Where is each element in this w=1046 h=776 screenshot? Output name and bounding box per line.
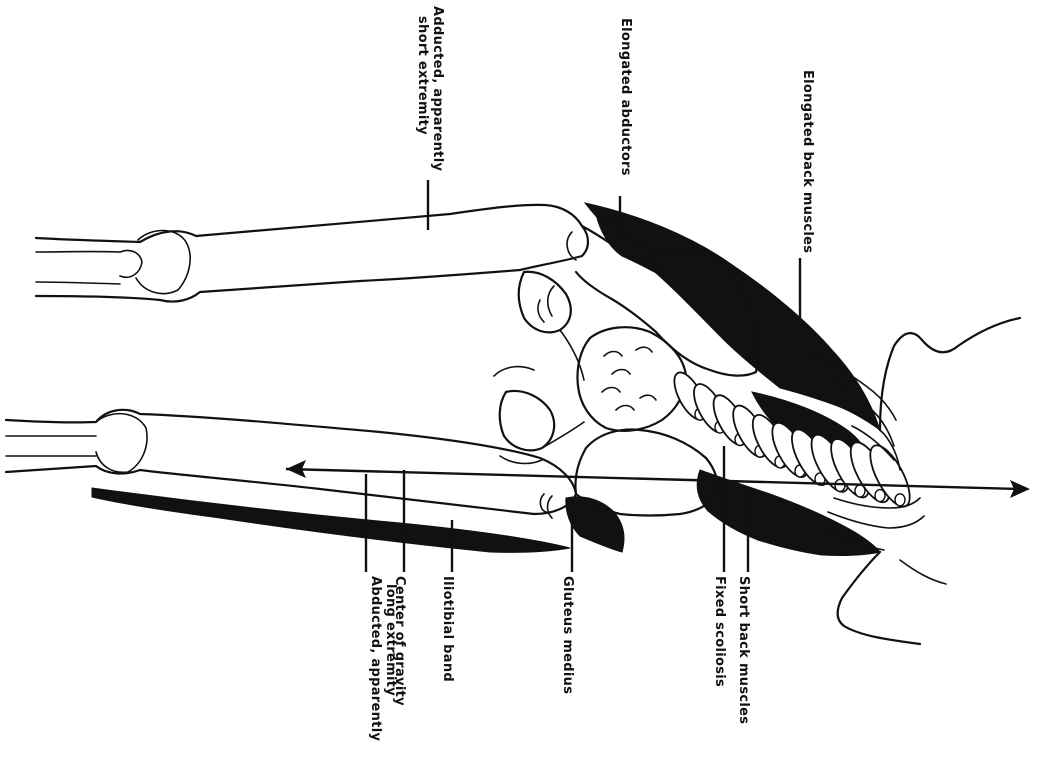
upper-femur (36, 205, 588, 302)
lower-femur-condyle (96, 414, 147, 473)
labels: Adducted, apparently short extremity Elo… (368, 6, 815, 746)
label-iliotibial-band: Iliotibial band (440, 576, 455, 682)
upper-tibia (120, 250, 142, 277)
lower-femur-outline (6, 410, 576, 514)
vertebra-process (895, 494, 905, 506)
lower-knee-line (6, 436, 96, 456)
upper-femur-outline (36, 205, 588, 302)
upper-acetabulum (538, 286, 554, 322)
sacrum (578, 327, 687, 431)
upper-torso-contour (880, 318, 1020, 430)
label-gluteus-medius: Gluteus medius (560, 576, 575, 694)
upper-trochanter (567, 232, 576, 260)
upper-obturator (519, 272, 571, 333)
center-of-gravity-line (286, 460, 1030, 498)
label-short-back-muscles: Short back muscles (736, 576, 751, 724)
label-fixed-scoliosis: Fixed scoliosis (712, 576, 727, 687)
upper-knee-line (36, 252, 120, 284)
iliotibial-band-shape (92, 488, 570, 552)
label-abducted-long: Abducted, apparently long extremity (368, 576, 398, 746)
label-adducted-short: Adducted, apparently short extremity (415, 6, 445, 176)
muscle-shading (92, 203, 880, 556)
lower-femur (6, 410, 576, 514)
sacral-foramina (602, 347, 656, 410)
label-elongated-abductors: Elongated abductors (618, 18, 633, 176)
lower-obturator (500, 391, 554, 450)
gravity-line (286, 469, 1020, 489)
torso-inner-line (900, 560, 946, 584)
label-elongated-back-muscles: Elongated back muscles (800, 70, 815, 253)
